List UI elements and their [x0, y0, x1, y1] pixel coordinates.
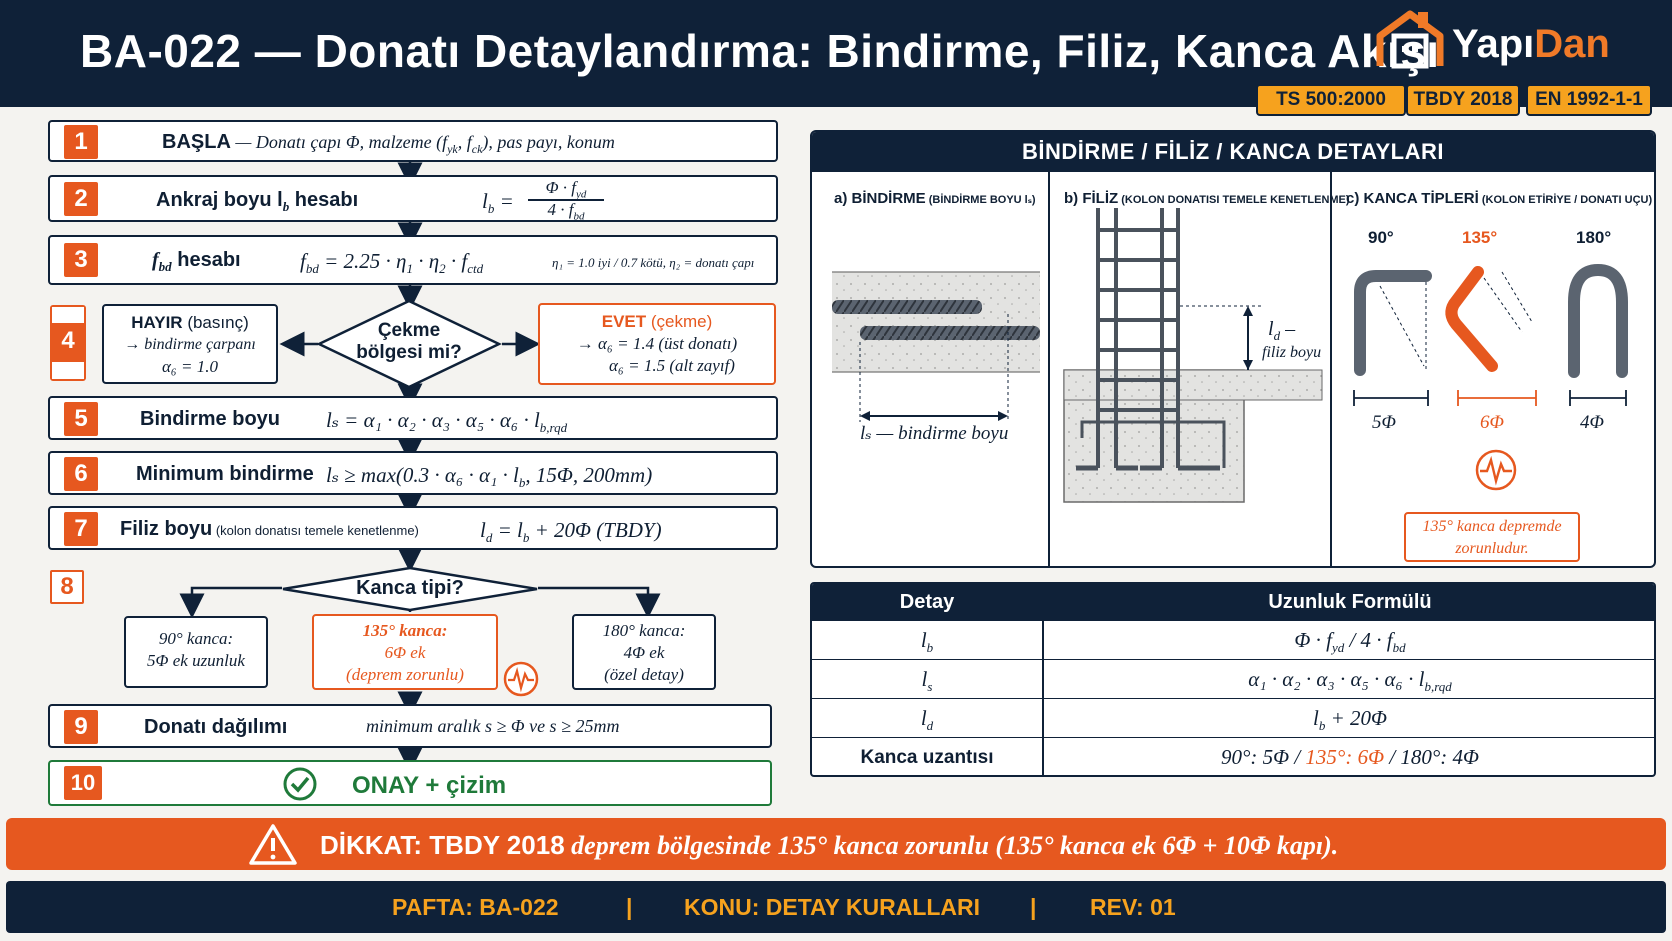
hook-angle-135: 135°: [1462, 228, 1498, 247]
step-label: Ankraj boyu lb hesabı: [156, 189, 359, 214]
footer-separator: |: [626, 894, 633, 920]
bond-stress-note: η₁ = 1.0 iyi / 0.7 kötü, η₂ = donatı çap…: [552, 255, 755, 270]
starter-bar-formula: ld = lb + 20Φ (TBDY): [480, 518, 662, 546]
starter-length-label: ld –: [1268, 318, 1296, 343]
step-number-8: 8: [50, 570, 84, 604]
hook-135-box: 135° kanca: 6Φ ek (deprem zorunlu): [312, 614, 498, 690]
step-label: fbd hesabı: [152, 249, 241, 274]
table-row-ld-formula: lb + 20Φ: [1044, 698, 1654, 737]
flow-step-5: 5 Bindirme boyu lₛ = α₁ · α₂ · α₃ · α₅ ·…: [48, 396, 778, 440]
anchorage-formula-lhs: lb =: [482, 189, 514, 217]
hook-ext-135: 6Φ: [1480, 412, 1504, 433]
seismic-icon: [1475, 449, 1517, 491]
step-number: 5: [64, 402, 98, 436]
table-row-ls-formula: α₁ · α₂ · α₃ · α₅ · α₆ · lb,rqd: [1044, 659, 1654, 698]
hook-types-title: c) KANCA TİPLERİ (KOLON ETİRİYE / DONATI…: [1346, 190, 1653, 207]
lap-splice-title: a) BİNDİRME (BİNDİRME BOYU lₛ): [834, 190, 1036, 207]
starter-bar-drawing: [1063, 208, 1323, 503]
flow-step-6: 6 Minimum bindirme lₛ ≥ max(0.3 · α₆ · α…: [48, 451, 778, 495]
flow-step-2: 2 Ankraj boyu lb hesabı lb = Φ · fyd 4 ·…: [48, 175, 778, 222]
lap-splice-drawing: [832, 271, 1040, 422]
table-divider: [1042, 584, 1044, 775]
panel-divider: [1330, 172, 1332, 566]
step-number: 4: [61, 327, 75, 354]
table-row-hook-formula: 90°: 5Φ / 135°: 6Φ / 180°: 4Φ: [1044, 737, 1654, 775]
flow-step-7: 7 Filiz boyu (kolon donatısı temele kene…: [48, 506, 778, 550]
spacing-formula: minimum aralık s ≥ Φ ve s ≥ 25mm: [366, 716, 620, 736]
lap-length-dimension: lₛ — bindirme boyu: [860, 423, 1009, 444]
footer-separator: |: [1030, 894, 1037, 920]
step-label: Minimum bindirme: [136, 463, 314, 485]
decision-yes-box: EVET (çekme) → α₆ = 1.4 (üst donatı) α₆ …: [538, 303, 776, 385]
table-header-detail: Detay: [812, 584, 1042, 620]
fraction-bar: [528, 199, 604, 201]
hook-ext-90: 5Φ: [1372, 412, 1396, 433]
check-circle-icon: [283, 767, 317, 801]
lap-length-formula: lₛ = α₁ · α₂ · α₃ · α₅ · α₆ · lb,rqd: [326, 408, 568, 436]
footer-topic: KONU: DETAY KURALLARI: [684, 894, 981, 920]
hook-90-box: 90° kanca:5Φ ek uzunluk: [124, 616, 268, 688]
table-row-hook-key: Kanca uzantısı: [812, 737, 1042, 775]
flow-step-10: 10 ONAY + çizim: [48, 760, 772, 806]
brand-name: YapıDan: [1452, 22, 1610, 66]
table-header-formula: Uzunluk Formülü: [1044, 584, 1654, 620]
flow-step-1: 1 BAŞLA — Donatı çapı Φ, malzeme (fyk, f…: [48, 120, 778, 162]
header-bar: BA-022 — Donatı Detaylandırma: Bindirme,…: [0, 0, 1672, 116]
table-row-ld-key: ld: [812, 698, 1042, 737]
step-label: Filiz boyu (kolon donatısı temele kenetl…: [120, 518, 419, 540]
warning-bar: DİKKAT: TBDY 2018 deprem bölgesinde 135°…: [6, 818, 1666, 870]
starter-length-caption: filiz boyu: [1262, 344, 1322, 361]
flow-connectors: [179, 162, 661, 773]
approval-label: ONAY + çizim: [352, 772, 507, 799]
warning-icon: [249, 824, 297, 865]
seismic-icon: [503, 661, 539, 697]
detail-panel-title: BİNDİRME / FİLİZ / KANCA DETAYLARI: [812, 132, 1654, 172]
hook-angle-180: 180°: [1576, 228, 1612, 247]
step-number: 1: [64, 125, 98, 159]
footer-sheet: PAFTA: BA-022: [392, 894, 559, 920]
hook-180-box: 180° kanca: 4Φ ek (özel detay): [572, 614, 716, 690]
brand-logo-icon: [1376, 10, 1444, 69]
step-number: 7: [64, 512, 98, 546]
hook-types-drawing: [1353, 263, 1628, 406]
step-number: 3: [64, 243, 98, 277]
min-lap-formula: lₛ ≥ max(0.3 · α₆ · α₁ · lb, 15Φ, 200mm): [326, 463, 653, 491]
decision-hook-diamond: [282, 566, 538, 612]
page-title: BA-022 — Donatı Detaylandırma: Bindirme,…: [80, 25, 1440, 77]
warning-text: DİKKAT: TBDY 2018 deprem bölgesinde 135°…: [320, 830, 1339, 860]
starter-bar-title: b) FİLİZ (KOLON DONATISI TEMELE KENETLEN…: [1064, 190, 1350, 207]
table-row-lb-key: lb: [812, 620, 1042, 659]
standard-badge-en1992: EN 1992-1-1: [1526, 84, 1652, 116]
step-number: 10: [64, 766, 102, 800]
footer-revision: REV: 01: [1090, 894, 1176, 920]
formula-table: Detay Uzunluk Formülü lb Φ · fyd / 4 · f…: [810, 582, 1656, 777]
step-number: 2: [64, 182, 98, 216]
step-number-4-block: 4: [50, 305, 86, 381]
anchorage-formula-numerator: Φ · fyd: [545, 178, 587, 201]
detail-panel: BİNDİRME / FİLİZ / KANCA DETAYLARI a) Bİ…: [810, 130, 1656, 568]
flow-step-3: 3 fbd hesabı fbd = 2.25 · η1 · η2 · fctd…: [48, 235, 778, 285]
hook-ext-180: 4Φ: [1580, 412, 1604, 433]
step-label: Donatı dağılımı: [144, 716, 288, 738]
step-number: 6: [64, 457, 98, 491]
step-number: 9: [64, 710, 98, 744]
panel-divider: [1048, 172, 1050, 566]
standard-badge-ts500: TS 500:2000: [1256, 84, 1406, 116]
table-row-ls-key: ls: [812, 659, 1042, 698]
footer-bar: PAFTA: BA-022 | KONU: DETAY KURALLARI | …: [6, 881, 1666, 933]
hook-angle-90: 90°: [1368, 228, 1394, 247]
anchorage-formula-denominator: 4 · fbd: [547, 200, 585, 223]
bond-stress-formula: fbd = 2.25 · η1 · η2 · fctd: [300, 249, 484, 277]
decision-tension-diamond: [316, 299, 502, 389]
step-label: BAŞLA — Donatı çapı Φ, malzeme (fyk, fck…: [162, 131, 615, 156]
decision-no-box: HAYIR (basınç) → bindirme çarpanı α₆ = 1…: [102, 304, 278, 384]
step-label: Bindirme boyu: [140, 408, 281, 430]
flow-step-9: 9 Donatı dağılımı minimum aralık s ≥ Φ v…: [48, 704, 772, 748]
table-row-lb-formula: Φ · fyd / 4 · fbd: [1044, 620, 1654, 659]
hook-question: Kanca tipi?: [356, 577, 464, 599]
standard-badge-tbdy: TBDY 2018: [1406, 84, 1520, 116]
